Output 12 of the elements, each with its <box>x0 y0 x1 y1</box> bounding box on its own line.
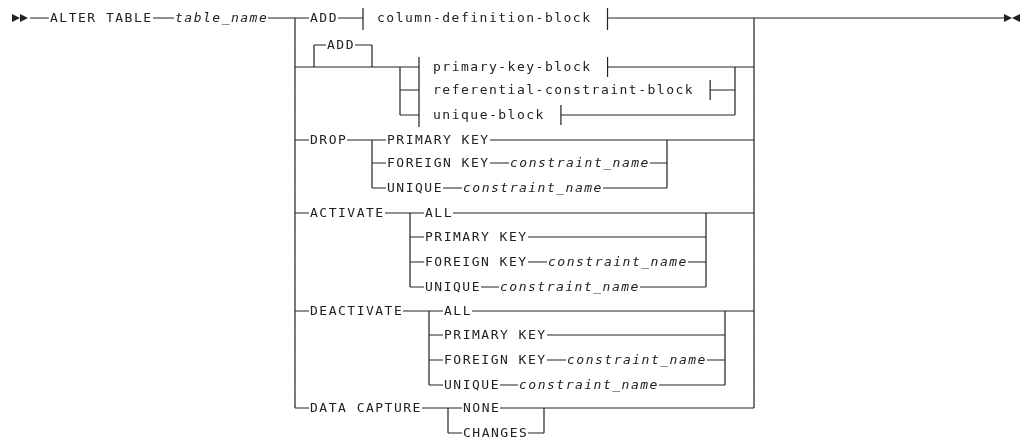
syntax-keyword: UNIQUE <box>387 180 443 196</box>
syntax-variable: table_name <box>175 10 269 26</box>
syntax-variable: constraint_name <box>510 155 650 171</box>
syntax-variable: constraint_name <box>548 254 688 270</box>
syntax-variable: constraint_name <box>463 180 603 196</box>
syntax-variable: constraint_name <box>567 352 707 368</box>
syntax-keyword: UNIQUE <box>425 279 481 295</box>
syntax-block-name: primary-key-block <box>433 59 592 75</box>
syntax-variable: constraint_name <box>519 377 659 393</box>
syntax-block-name: unique-block <box>433 107 545 123</box>
syntax-variable: constraint_name <box>500 279 640 295</box>
syntax-keyword: UNIQUE <box>444 377 500 393</box>
